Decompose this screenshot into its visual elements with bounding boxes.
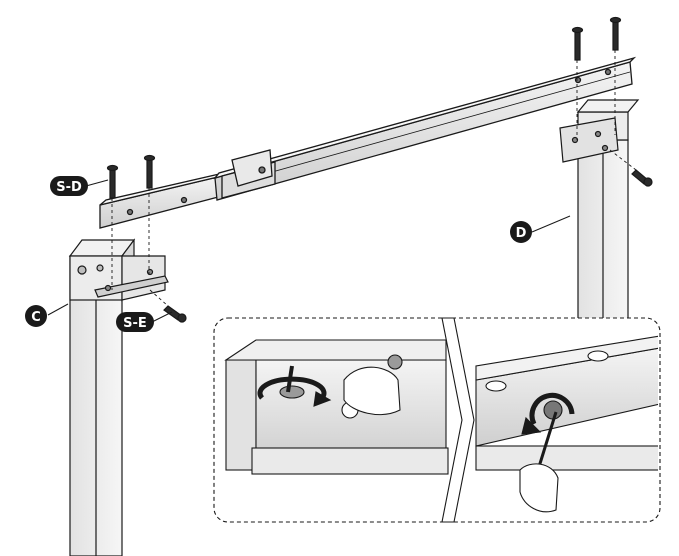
svg-text:D: D [516,226,527,241]
label-s-d: S-D [50,176,88,196]
detail-right-tighten [475,335,658,513]
svg-text:C: C [31,310,41,325]
screws-s-d-right [571,16,622,61]
crossbeam [99,56,637,229]
label-c: C [25,305,47,327]
label-d: D [510,221,532,243]
leader-lines [47,179,571,323]
screws-s-d-left [106,154,156,199]
right-bracket [559,117,619,163]
left-bracket [94,255,169,301]
guide-lines [111,50,637,307]
screw-s-e-left [163,305,187,323]
leg-c [68,238,136,556]
label-s-e: S-E [116,312,154,332]
detail-left-tighten [224,339,449,475]
svg-text:S-D: S-D [56,180,82,195]
screw-s-e-right [631,169,653,187]
svg-text:S-E: S-E [123,316,147,331]
